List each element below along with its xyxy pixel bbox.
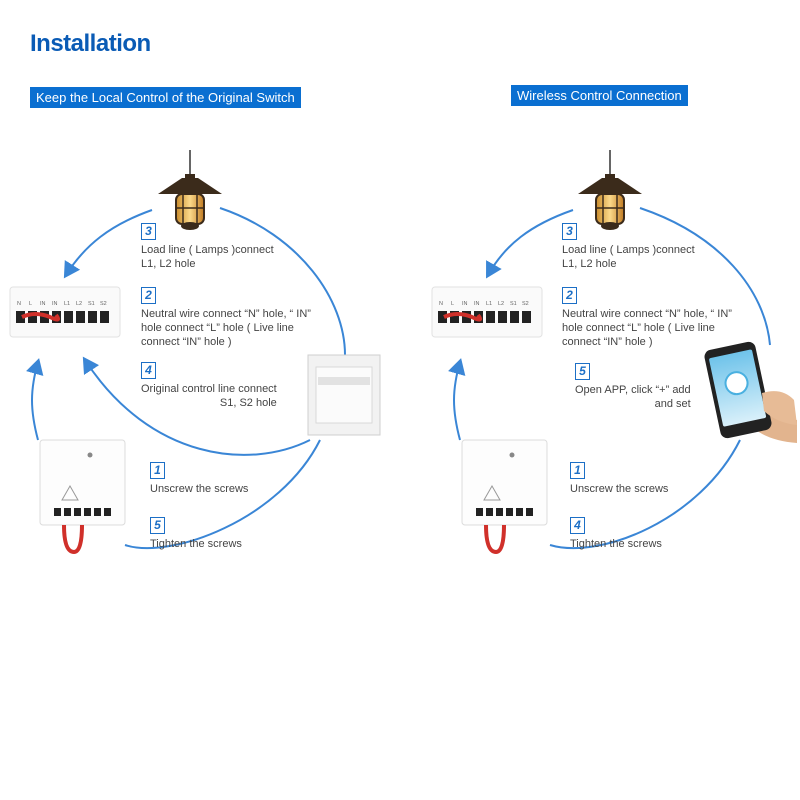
- terminal-label: S2: [100, 301, 107, 307]
- terminal-label: S1: [88, 301, 95, 307]
- step-number: 2: [141, 287, 156, 304]
- pendant-lamp-icon: [578, 150, 642, 230]
- terminal-label: IN: [40, 301, 46, 307]
- terminal-label: L1: [64, 301, 70, 307]
- left-step-control-line: 4 Original control line connect S1, S2 h…: [141, 361, 277, 410]
- terminal-labels-right: N L IN IN L1 L2 S1 S2: [439, 301, 529, 307]
- step-text: Tighten the screws: [150, 538, 242, 550]
- terminal-label: N: [17, 301, 21, 307]
- terminal-label: S2: [522, 301, 529, 307]
- terminal-labels-left: N L IN IN L1 L2 S1 S2: [17, 301, 107, 307]
- terminal-label: IN: [474, 301, 480, 307]
- step-text: Tighten the screws: [570, 538, 662, 550]
- pendant-lamp-icon: [158, 150, 222, 230]
- step-number: 4: [570, 517, 585, 534]
- left-step-load-line: 3 Load line ( Lamps )connect L1, L2 hole: [141, 222, 274, 271]
- step-text: Load line ( Lamps )connect L1, L2 hole: [562, 244, 695, 270]
- terminal-label: L1: [486, 301, 492, 307]
- step-number: 3: [141, 223, 156, 240]
- relay-module-icon: [461, 439, 548, 555]
- page-title: Installation: [30, 30, 151, 57]
- step-text: Original control line connect S1, S2 hol…: [141, 383, 277, 409]
- right-step-load-line: 3 Load line ( Lamps )connect L1, L2 hole: [562, 222, 695, 271]
- terminal-label: L: [451, 301, 454, 307]
- terminal-block-icon: [9, 286, 121, 338]
- terminal-label: IN: [462, 301, 468, 307]
- right-step-tighten: 4 Tighten the screws: [570, 516, 662, 551]
- terminal-label: L: [29, 301, 32, 307]
- right-step-open-app: 5 Open APP, click “+” add and set: [575, 362, 691, 411]
- terminal-label: N: [439, 301, 443, 307]
- right-section-banner: Wireless Control Connection: [511, 85, 688, 106]
- right-flow-arrows: [448, 207, 771, 550]
- step-text: Neutral wire connect “N” hole, “ IN” hol…: [141, 308, 311, 348]
- step-number: 1: [570, 462, 585, 479]
- phone-app-icon: [704, 341, 797, 443]
- right-step-neutral-wire: 2 Neutral wire connect “N” hole, “ IN” h…: [562, 286, 732, 349]
- left-step-neutral-wire: 2 Neutral wire connect “N” hole, “ IN” h…: [141, 286, 311, 349]
- step-text: Unscrew the screws: [150, 483, 249, 495]
- relay-module-icon: [39, 439, 126, 555]
- step-number: 2: [562, 287, 577, 304]
- step-number: 4: [141, 362, 156, 379]
- right-step-unscrew: 1 Unscrew the screws: [570, 461, 668, 496]
- terminal-label: L2: [76, 301, 82, 307]
- step-text: Unscrew the screws: [570, 483, 669, 495]
- step-number: 3: [562, 223, 577, 240]
- step-number: 5: [150, 517, 165, 534]
- terminal-label: IN: [52, 301, 58, 307]
- terminal-block-icon: [431, 286, 543, 338]
- wall-switch-icon: [307, 354, 381, 436]
- left-step-tighten: 5 Tighten the screws: [150, 516, 242, 551]
- step-text: Neutral wire connect “N” hole, “ IN” hol…: [562, 308, 732, 348]
- terminal-label: S1: [510, 301, 517, 307]
- step-number: 5: [575, 363, 590, 380]
- step-text: Load line ( Lamps )connect L1, L2 hole: [141, 244, 274, 270]
- left-section-banner: Keep the Local Control of the Original S…: [30, 87, 301, 108]
- left-step-unscrew: 1 Unscrew the screws: [150, 461, 248, 496]
- left-flow-arrows: [26, 207, 346, 550]
- terminal-label: L2: [498, 301, 504, 307]
- step-text: Open APP, click “+” add and set: [575, 384, 691, 410]
- step-number: 1: [150, 462, 165, 479]
